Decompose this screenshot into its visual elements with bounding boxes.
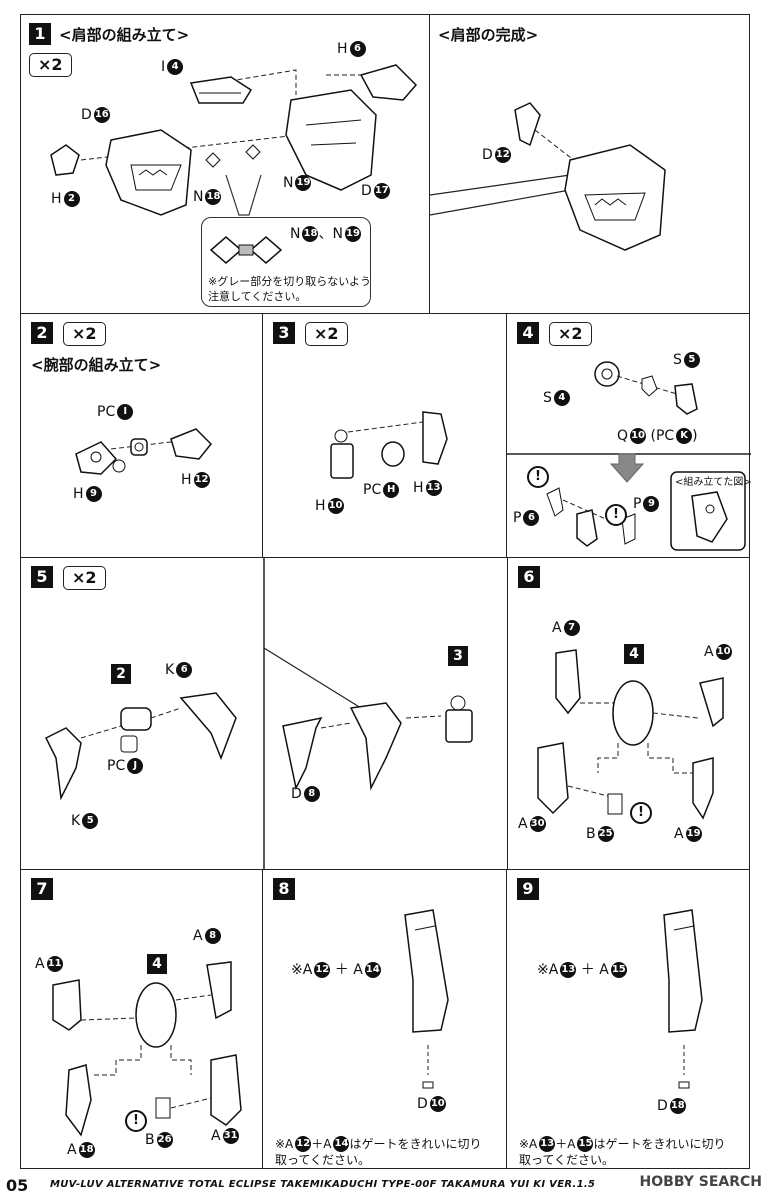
ref-step-3: 3 [448,646,468,666]
step-number: 7 [31,878,53,900]
watermark: HOBBY SEARCH [639,1174,762,1190]
part-3-diagram [330,411,448,479]
step-heading: <肩部の組み立て> [59,26,190,44]
completion-heading: <肩部の完成> [438,26,539,44]
caution-icon: ! [630,802,652,824]
step-number: 8 [273,878,295,900]
caution-icon: ! [125,1110,147,1132]
multiplier-badge: ×2 [63,322,106,346]
step-number: 2 [31,322,53,344]
part-4-diagram [507,361,751,551]
step-number: 9 [517,878,539,900]
step-5-diagram [44,558,473,871]
shoulder-assembly-diagram [50,64,418,264]
step-number: 6 [518,566,540,588]
callout-note-line2: 注意してください。 [208,290,307,303]
step-8-diagram [404,909,449,1089]
arm-assembly-diagram [75,428,213,475]
product-title: MUV-LUV ALTERNATIVE TOTAL ECLIPSE TAKEMI… [50,1179,596,1190]
page-number: 05 [6,1176,29,1195]
page-footer: 05 MUV-LUV ALTERNATIVE TOTAL ECLIPSE TAK… [0,1170,770,1200]
step-number: 4 [517,322,539,344]
ref-step-2: 2 [111,664,131,684]
ref-step-4: 4 [147,954,167,974]
assembled-view-label: <組み立てた図> [675,477,752,488]
step-number: 3 [273,322,295,344]
step-number: 1 [29,23,51,45]
multiplier-badge: ×2 [305,322,348,346]
multiplier-badge: ×2 [29,53,72,77]
callout-note-line1: ※グレー部分を切り取らないよう [208,275,371,288]
caution-icon: ! [527,466,549,488]
step-heading: <腕部の組み立て> [31,356,162,374]
step-9-diagram [663,909,703,1089]
multiplier-badge: ×2 [63,566,106,590]
ref-step-4: 4 [624,644,644,664]
step-7-diagram [52,961,242,1137]
step-6-diagram [537,649,724,820]
multiplier-badge: ×2 [549,322,592,346]
step-number: 5 [31,566,53,588]
caution-icon: ! [605,504,627,526]
shoulder-complete-diagram [429,102,666,251]
